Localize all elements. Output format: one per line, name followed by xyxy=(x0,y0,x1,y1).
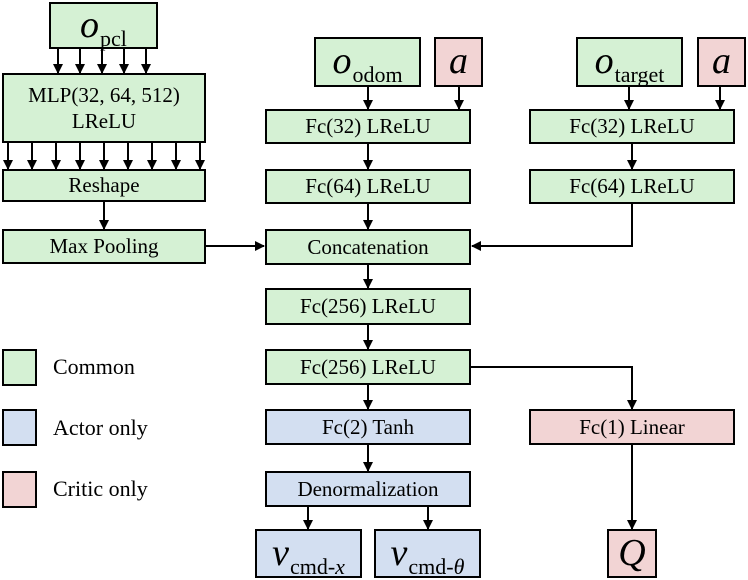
subscript-main: cmd- xyxy=(289,553,336,579)
odom-fc64-block: Fc(64) LReLU xyxy=(265,169,471,204)
concatenation-label: Concatenation xyxy=(307,234,429,259)
subscript: odom xyxy=(352,62,403,88)
critic-fc1-label: Fc(1) Linear xyxy=(579,414,685,439)
legend-swatch-actor xyxy=(2,409,37,446)
critic-fc1-block: Fc(1) Linear xyxy=(529,409,735,445)
denormalization-block: Denormalization xyxy=(265,471,471,507)
output-v-cmd-theta: vcmd-θ xyxy=(374,529,481,579)
symbol: o xyxy=(332,40,352,83)
legend-label-critic: Critic only xyxy=(53,476,148,501)
actor-fc2-label: Fc(2) Tanh xyxy=(321,414,415,439)
legend-swatch-critic xyxy=(2,471,37,508)
action-symbol: a xyxy=(449,40,468,83)
actor-fc2-block: Fc(2) Tanh xyxy=(265,409,471,445)
target-fc32-label: Fc(32) LReLU xyxy=(569,114,695,139)
target-fc32-block: Fc(32) LReLU xyxy=(529,109,735,144)
odom-fc64-label: Fc(64) LReLU xyxy=(305,174,431,199)
symbol: v xyxy=(272,531,289,574)
mlp-label: MLP(32, 64, 512) xyxy=(28,82,180,107)
mlp-block: MLP(32, 64, 512) LReLU xyxy=(2,73,206,143)
input-o-odom: oodom xyxy=(314,37,421,87)
action-symbol: a xyxy=(712,40,731,83)
odom-fc32-label: Fc(32) LReLU xyxy=(305,114,431,139)
fc256-second-block: Fc(256) LReLU xyxy=(265,349,471,385)
legend-label-actor: Actor only xyxy=(53,415,148,440)
mlp-activation: LReLU xyxy=(71,109,137,133)
legend-label-common: Common xyxy=(53,354,135,379)
target-fc64-block: Fc(64) LReLU xyxy=(529,169,735,204)
max-pooling-label: Max Pooling xyxy=(49,234,159,259)
fc256-first-label: Fc(256) LReLU xyxy=(300,294,436,319)
symbol: o xyxy=(594,40,614,83)
fc256-first-block: Fc(256) LReLU xyxy=(265,288,471,325)
input-o-target: otarget xyxy=(576,37,683,87)
reshape-block: Reshape xyxy=(2,169,206,202)
input-action-target: a xyxy=(697,37,746,87)
subscript: pcl xyxy=(100,25,127,51)
subscript-main: cmd- xyxy=(408,553,454,579)
odom-fc32-block: Fc(32) LReLU xyxy=(265,109,471,144)
output-v-cmd-x: vcmd-x xyxy=(255,529,362,579)
denormalization-label: Denormalization xyxy=(297,476,439,501)
legend-swatch-common xyxy=(2,349,37,386)
subscript-var: x xyxy=(335,553,345,579)
q-symbol: Q xyxy=(618,531,646,574)
reshape-label: Reshape xyxy=(68,173,140,198)
concatenation-block: Concatenation xyxy=(265,229,471,265)
fc256-second-label: Fc(256) LReLU xyxy=(300,354,436,379)
input-o-pcl: opcl xyxy=(49,2,158,51)
target-fc64-label: Fc(64) LReLU xyxy=(569,174,695,199)
max-pooling-block: Max Pooling xyxy=(2,229,206,264)
output-q: Q xyxy=(607,529,657,578)
subscript: target xyxy=(614,62,665,88)
symbol: v xyxy=(390,531,408,574)
input-action-odom: a xyxy=(434,37,483,87)
symbol: o xyxy=(80,3,100,46)
subscript-var: θ xyxy=(453,553,465,579)
